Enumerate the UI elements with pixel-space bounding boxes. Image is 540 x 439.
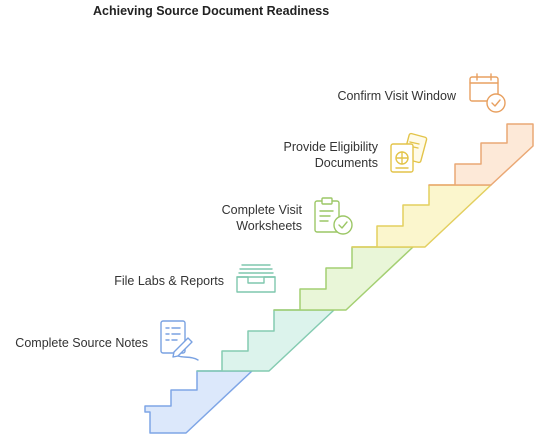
step-label-provide-eligibility-documents: Provide Eligibility Documents (283, 140, 378, 170)
step-label-file-labs-reports: File Labs & Reports (114, 274, 224, 288)
calendar-check-icon (469, 73, 506, 113)
stair-segment-1 (144, 370, 253, 434)
notepad-pen-icon (160, 320, 199, 361)
stair-segment-3 (273, 246, 414, 311)
stair-segment-5 (428, 123, 534, 186)
stair-segment-2 (196, 309, 335, 372)
passport-ticket-icon (390, 132, 428, 173)
step-label-complete-source-notes: Complete Source Notes (15, 336, 148, 350)
stair-segment-4 (351, 184, 492, 248)
step-label-confirm-visit-window: Confirm Visit Window (337, 89, 456, 103)
diagram-title: Achieving Source Document Readiness (93, 4, 330, 18)
step-label-complete-visit-worksheets: Complete Visit Worksheets (221, 203, 302, 233)
file-tray-icon (236, 264, 276, 293)
clipboard-check-icon (314, 197, 353, 235)
